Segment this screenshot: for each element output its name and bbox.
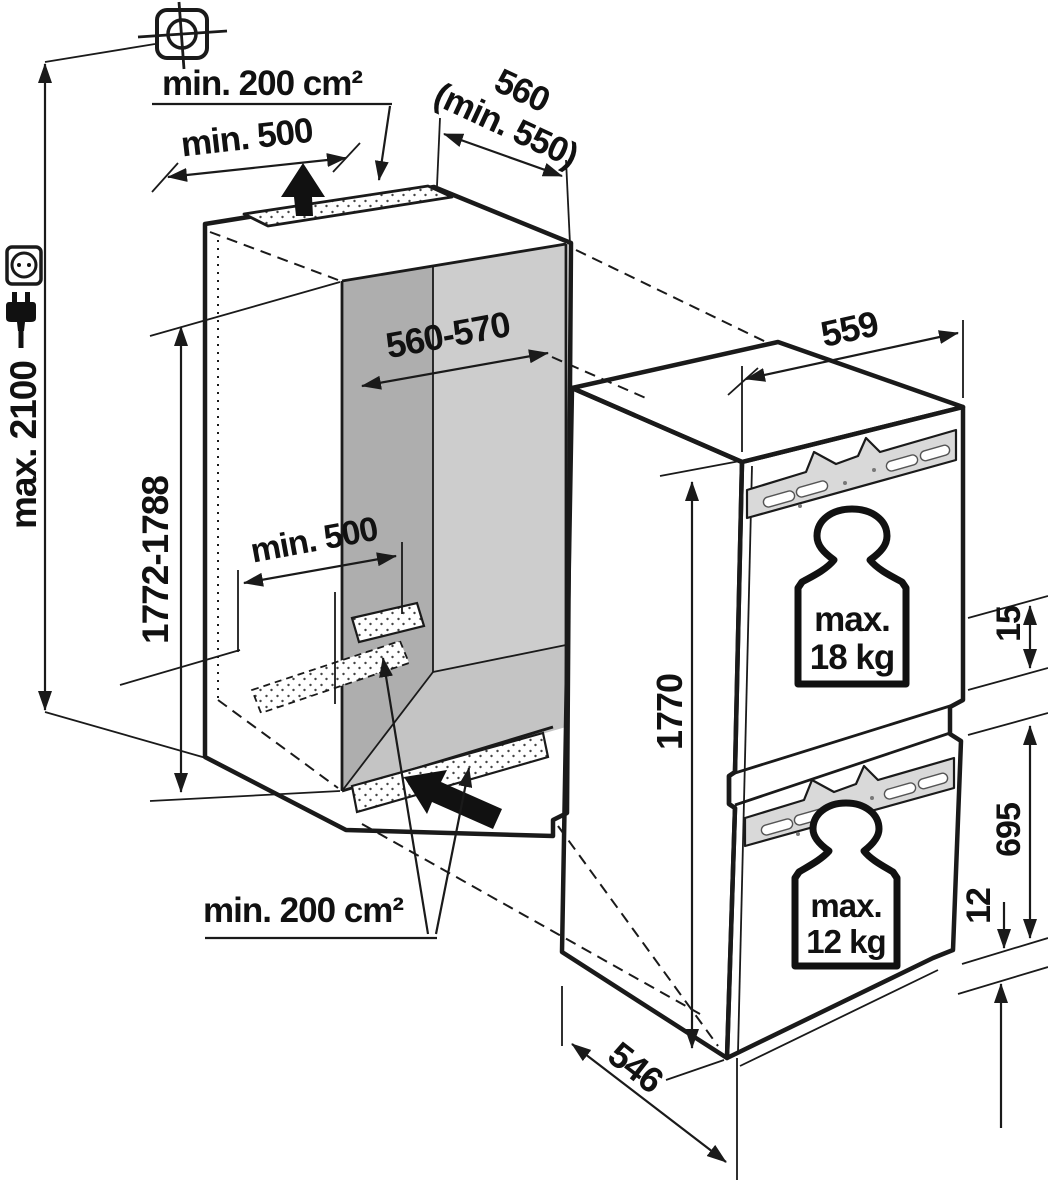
bottom-vent-area-label: min. 200 cm² xyxy=(203,891,403,930)
dim-top-clearance: min. 500 xyxy=(151,111,361,193)
door-gap-label: 12 xyxy=(960,888,998,924)
dim-bottom-vent-area: min. 200 cm² xyxy=(203,657,473,940)
lower-door-height-label: 695 xyxy=(990,803,1028,857)
bottom-vent-strip xyxy=(350,731,550,814)
lower-door-top-edge xyxy=(734,731,951,807)
airflow-in-arrow xyxy=(404,770,502,829)
weight-icon-upper: max. 18 kg xyxy=(794,505,910,688)
dim-top-vent-area: min. 200 cm² xyxy=(152,64,392,181)
projection-line xyxy=(361,823,701,1015)
floor-wall-junction xyxy=(341,671,434,792)
dim-appliance-depth: 546 xyxy=(561,986,738,1180)
appliance-front-face xyxy=(724,404,966,1061)
top-vent-area-label: min. 200 cm² xyxy=(162,64,362,103)
appliance-depth-label: 546 xyxy=(601,1033,671,1100)
appliance: max. 18 kg max. 12 kg xyxy=(559,339,966,1067)
hidden-edge xyxy=(209,231,339,281)
projection-line xyxy=(575,249,767,343)
appliance-height-label: 1770 xyxy=(649,674,690,750)
niche-opening-top-edge xyxy=(341,242,567,283)
plinth-edge xyxy=(739,969,939,1067)
dim-niche-depth: 560 (min. 550) xyxy=(428,61,584,245)
niche-height-label: 1772-1788 xyxy=(135,476,176,644)
lower-weight-value: 12 kg xyxy=(806,923,885,960)
lower-weight-prefix: max. xyxy=(810,887,881,924)
dim-lower-door-height: 695 xyxy=(967,712,1048,939)
dim-door-top-offset: 15 xyxy=(967,595,1048,691)
appliance-width-label: 559 xyxy=(817,303,882,355)
niche-outline xyxy=(202,184,574,839)
top-clearance-label: min. 500 xyxy=(179,111,315,165)
hidden-edge xyxy=(217,699,339,789)
dim-door-gap: 12 xyxy=(957,888,1048,1128)
dim-appliance-height: 1770 xyxy=(649,460,741,1081)
airflow-up-arrow xyxy=(281,163,325,216)
upper-weight-value: 18 kg xyxy=(810,638,895,677)
upper-weight-prefix: max. xyxy=(814,600,890,639)
power-plug-icon xyxy=(6,292,36,348)
projection-line xyxy=(557,825,719,1047)
floor-vent-strip xyxy=(350,601,426,644)
weight-icon-lower: max. 12 kg xyxy=(791,799,901,970)
door-top-offset-label: 15 xyxy=(990,606,1028,642)
mounting-bracket-upper xyxy=(745,428,958,520)
top-vent-strip xyxy=(242,184,454,228)
registration-mark-icon xyxy=(44,1,228,70)
upper-door-bottom-edge xyxy=(734,704,951,775)
dim-ceiling-height: max. 2100 xyxy=(3,63,207,759)
power-socket-icon xyxy=(5,245,43,286)
door-side-edge xyxy=(737,465,753,1053)
floor-vent-zone xyxy=(250,639,411,715)
floor-wall-junction xyxy=(432,644,567,673)
ceiling-height-label: max. 2100 xyxy=(3,361,44,529)
dim-niche-height: 1772-1788 xyxy=(135,281,341,802)
dim-appliance-width: 559 xyxy=(727,303,964,452)
